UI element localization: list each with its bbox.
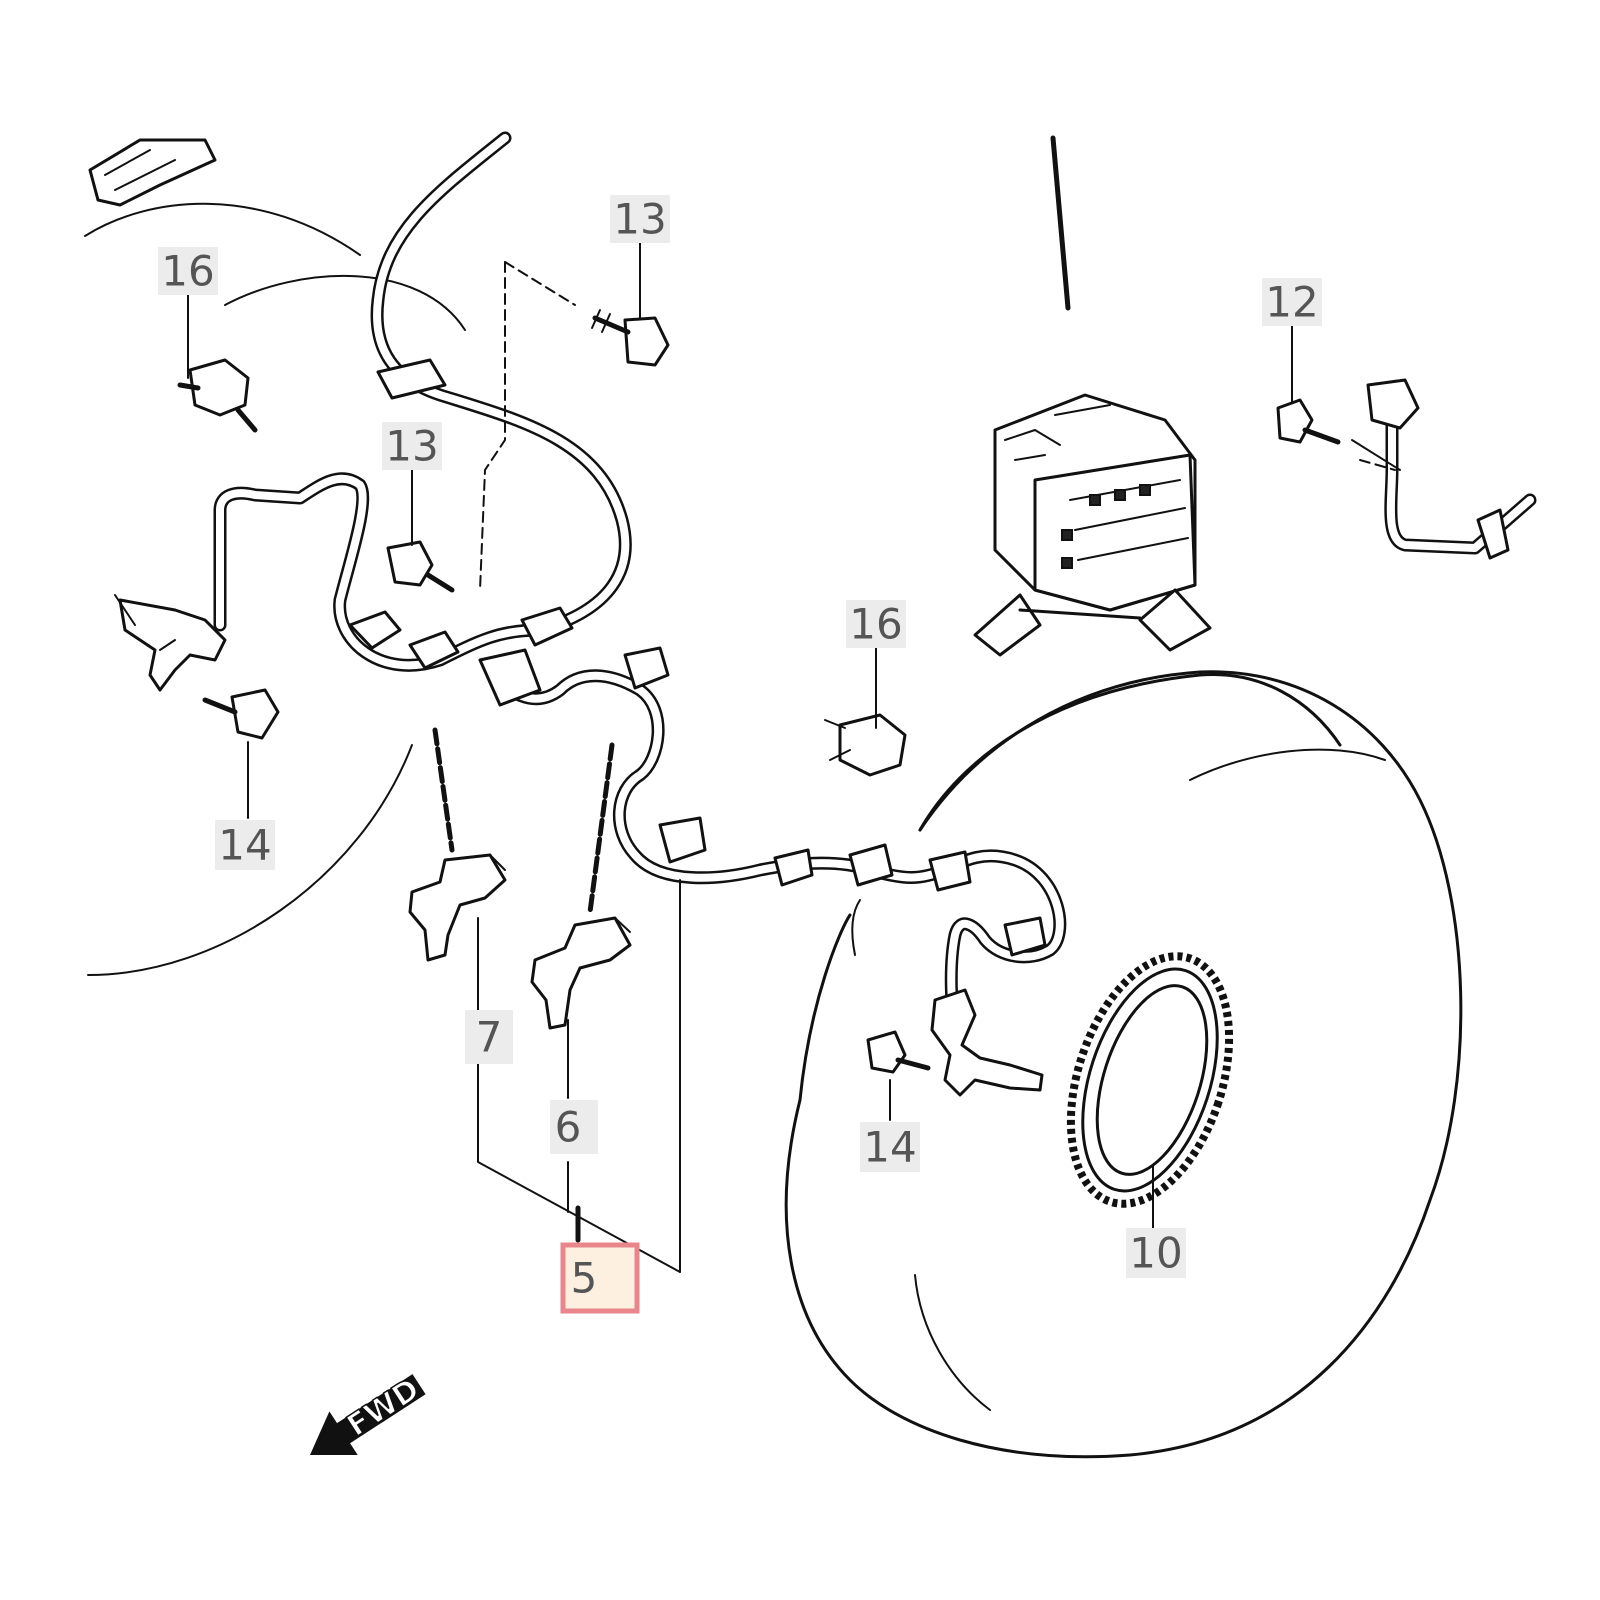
harness-clip-b bbox=[408, 630, 460, 670]
harness-clip-h bbox=[928, 850, 972, 892]
sensor-part-7 bbox=[408, 853, 507, 962]
callout-12-number: 12 bbox=[1265, 278, 1318, 327]
bolt-14-left bbox=[202, 688, 280, 740]
harness-clip-f bbox=[773, 848, 814, 887]
callout-13-top-number: 13 bbox=[613, 195, 666, 244]
callout-6-number: 6 bbox=[555, 1103, 582, 1152]
callout-5-number: 5 bbox=[571, 1254, 598, 1303]
callout-10-number: 10 bbox=[1129, 1229, 1182, 1278]
brake-hose-main bbox=[370, 131, 632, 637]
sensor-part-6 bbox=[530, 916, 632, 1030]
abs-pipe-vertical bbox=[1050, 135, 1071, 311]
hose-clamp-upper bbox=[376, 358, 447, 400]
clamp-16-right bbox=[824, 713, 907, 777]
bolt-14-right bbox=[866, 1030, 931, 1074]
brake-pipe-right bbox=[1351, 378, 1537, 560]
harness-clip-a bbox=[348, 610, 402, 650]
callout-14-right-number: 14 bbox=[863, 1123, 916, 1172]
bolt-13-mid bbox=[386, 540, 455, 593]
harness-clip-e bbox=[658, 816, 707, 864]
leader-lines bbox=[187, 231, 1396, 1273]
callout-14-right: 14 bbox=[860, 1122, 920, 1172]
callout-13-mid: 13 bbox=[382, 422, 442, 471]
callout-16-right: 16 bbox=[846, 600, 906, 649]
upper-bracket-part bbox=[88, 138, 217, 207]
harness-clip-d bbox=[623, 646, 670, 690]
callout-16-left-number: 16 bbox=[161, 247, 214, 296]
wheel-sensor-right bbox=[930, 988, 1044, 1097]
bolt-13-top bbox=[591, 309, 670, 367]
forward-arrow-label: FWD bbox=[341, 1372, 426, 1444]
callout-7-number: 7 bbox=[476, 1013, 503, 1062]
forward-arrow: FWD bbox=[310, 1371, 427, 1456]
harness-clip-g bbox=[848, 843, 894, 887]
harness-clip-c bbox=[520, 606, 574, 647]
clamp-16-left bbox=[177, 358, 258, 433]
harness-clip-i bbox=[1003, 916, 1047, 957]
bolt-12 bbox=[1276, 398, 1341, 445]
abs-modulator-unit bbox=[973, 393, 1212, 657]
callout-16-right-number: 16 bbox=[849, 600, 902, 649]
callout-13-top: 13 bbox=[610, 195, 670, 244]
callout-14-left: 14 bbox=[215, 820, 275, 870]
fender-outline-left bbox=[84, 202, 466, 976]
callout-16-left: 16 bbox=[158, 247, 218, 296]
callout-6: 6 bbox=[550, 1100, 598, 1154]
wheel-sensor-left bbox=[114, 594, 227, 692]
pulser-ring bbox=[1066, 952, 1234, 1208]
callout-7: 7 bbox=[465, 1010, 513, 1064]
callout-14-left-number: 14 bbox=[218, 821, 271, 870]
callout-5: 5 bbox=[560, 1242, 640, 1314]
tire bbox=[784, 670, 1463, 1459]
callout-10: 10 bbox=[1126, 1228, 1186, 1278]
harness-connector-right bbox=[478, 648, 542, 707]
callout-13-mid-number: 13 bbox=[385, 422, 438, 471]
sensor-harness-right bbox=[488, 669, 1067, 1027]
callout-12: 12 bbox=[1262, 278, 1322, 327]
